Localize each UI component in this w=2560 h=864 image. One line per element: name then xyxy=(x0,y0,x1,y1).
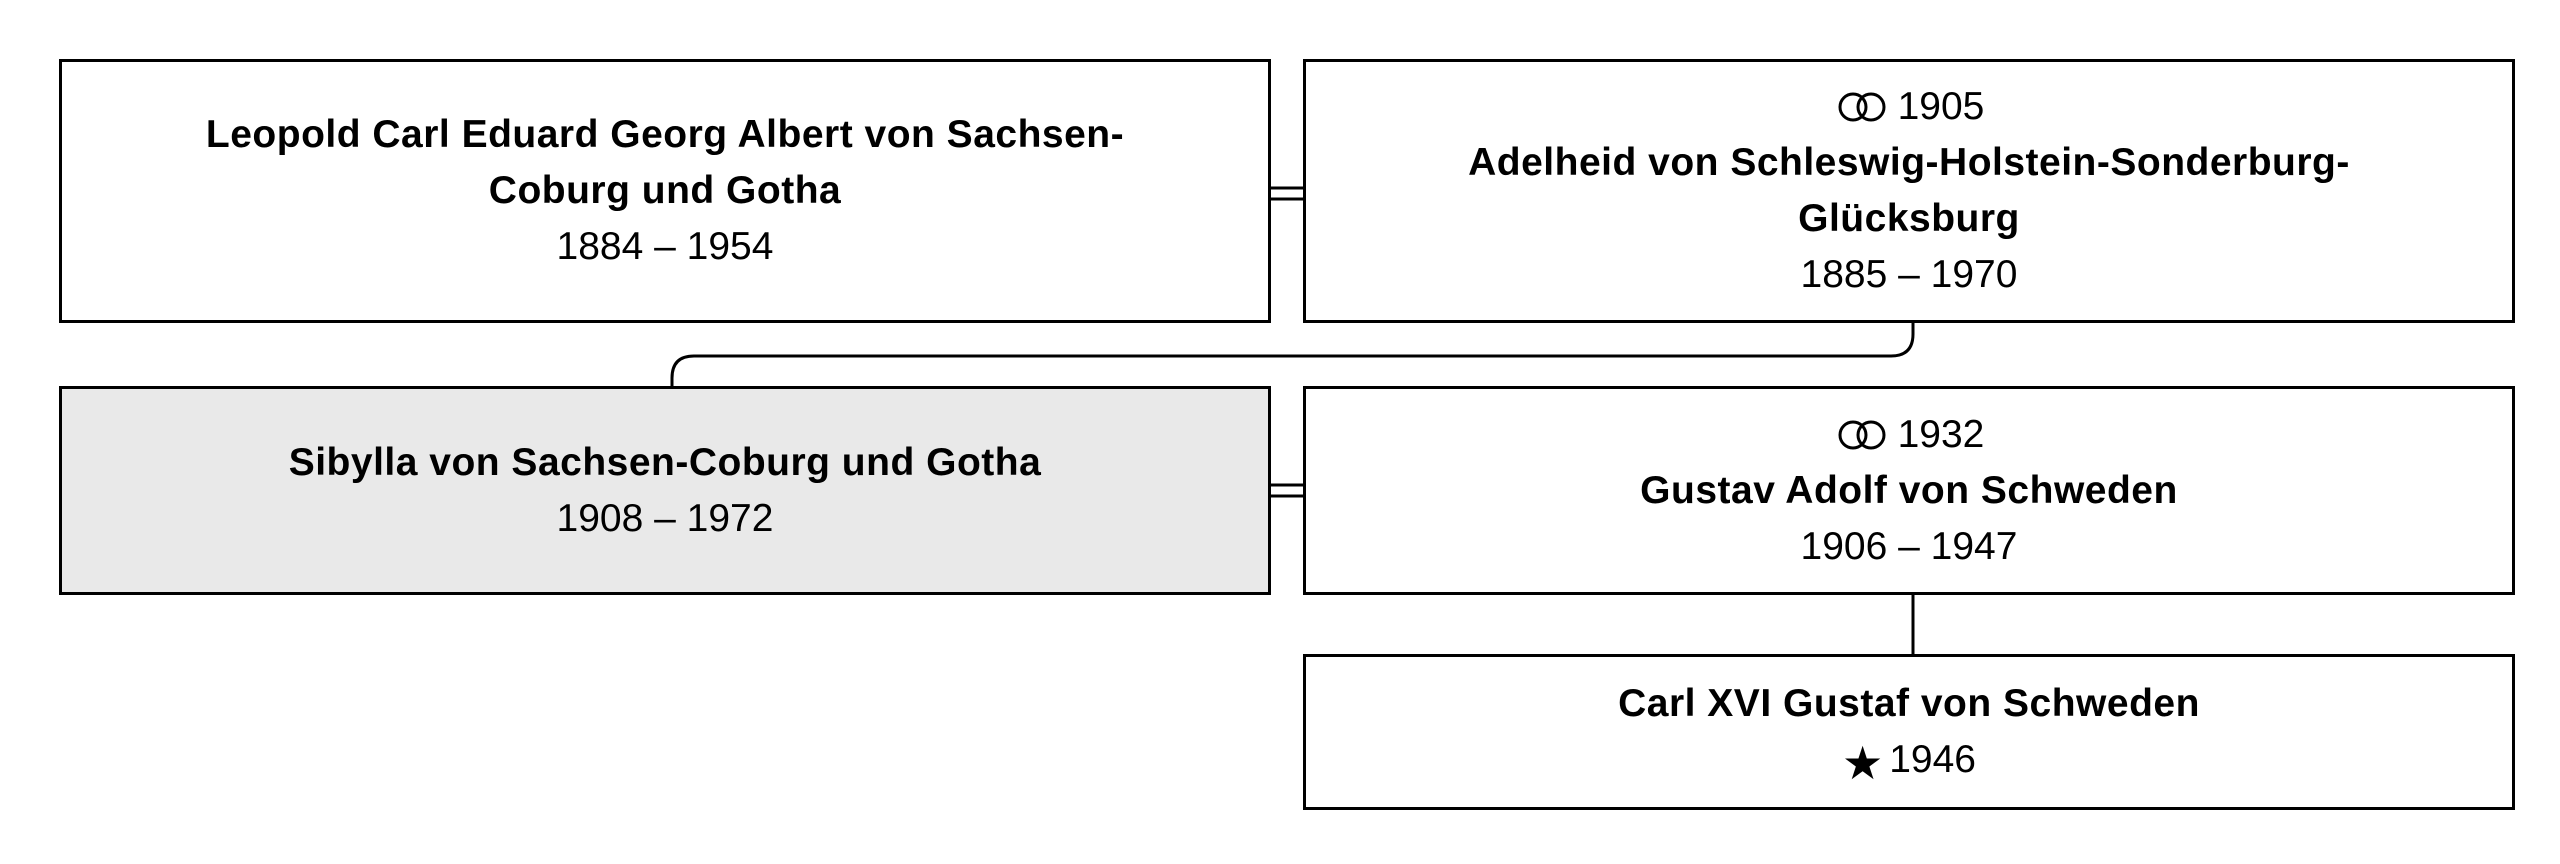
marriage-info: 1932 xyxy=(1834,407,1985,463)
birth-info: ★ 1946 xyxy=(1841,732,1976,789)
person-name-line2: Coburg und Gotha xyxy=(488,169,842,212)
person-name-line1: Leopold Carl Eduard Georg Albert von Sac… xyxy=(205,113,1125,156)
person-name: Carl XVI Gustaf von Schweden xyxy=(1618,682,2200,725)
person-box-adelheid[interactable]: 1905 Adelheid von Schleswig-Holstein-Son… xyxy=(1303,59,2515,323)
person-name-line1: Adelheid von Schleswig-Holstein-Sonderbu… xyxy=(1468,141,2350,184)
person-dates: 1908 – 1972 xyxy=(556,496,774,540)
marriage-year: 1932 xyxy=(1897,412,1985,456)
person-dates: 1884 – 1954 xyxy=(556,225,774,268)
birth-star-icon: ★ xyxy=(1841,737,1884,789)
person-name: Sibylla von Sachsen-Coburg und Gotha xyxy=(288,440,1042,484)
person-box-sibylla[interactable]: Sibylla von Sachsen-Coburg und Gotha 190… xyxy=(59,386,1271,595)
birth-year: 1946 xyxy=(1889,738,1976,781)
marriage-info: 1905 xyxy=(1834,79,1985,135)
person-name-line2: Glücksburg xyxy=(1798,197,2020,240)
person-name: Gustav Adolf von Schweden xyxy=(1640,468,2178,512)
marriage-year: 1905 xyxy=(1897,85,1985,128)
person-dates: 1885 – 1970 xyxy=(1800,253,2018,296)
marriage-rings-icon xyxy=(1838,420,1886,449)
marriage-rings-icon xyxy=(1838,92,1886,122)
person-box-leopold[interactable]: Leopold Carl Eduard Georg Albert von Sac… xyxy=(59,59,1271,323)
person-box-carl-xvi[interactable]: Carl XVI Gustaf von Schweden ★ 1946 xyxy=(1303,654,2515,810)
person-dates: 1906 – 1947 xyxy=(1800,524,2018,568)
person-box-gustav-adolf[interactable]: 1932 Gustav Adolf von Schweden 1906 – 19… xyxy=(1303,386,2515,595)
descent-connector-sibylla xyxy=(670,322,1915,389)
